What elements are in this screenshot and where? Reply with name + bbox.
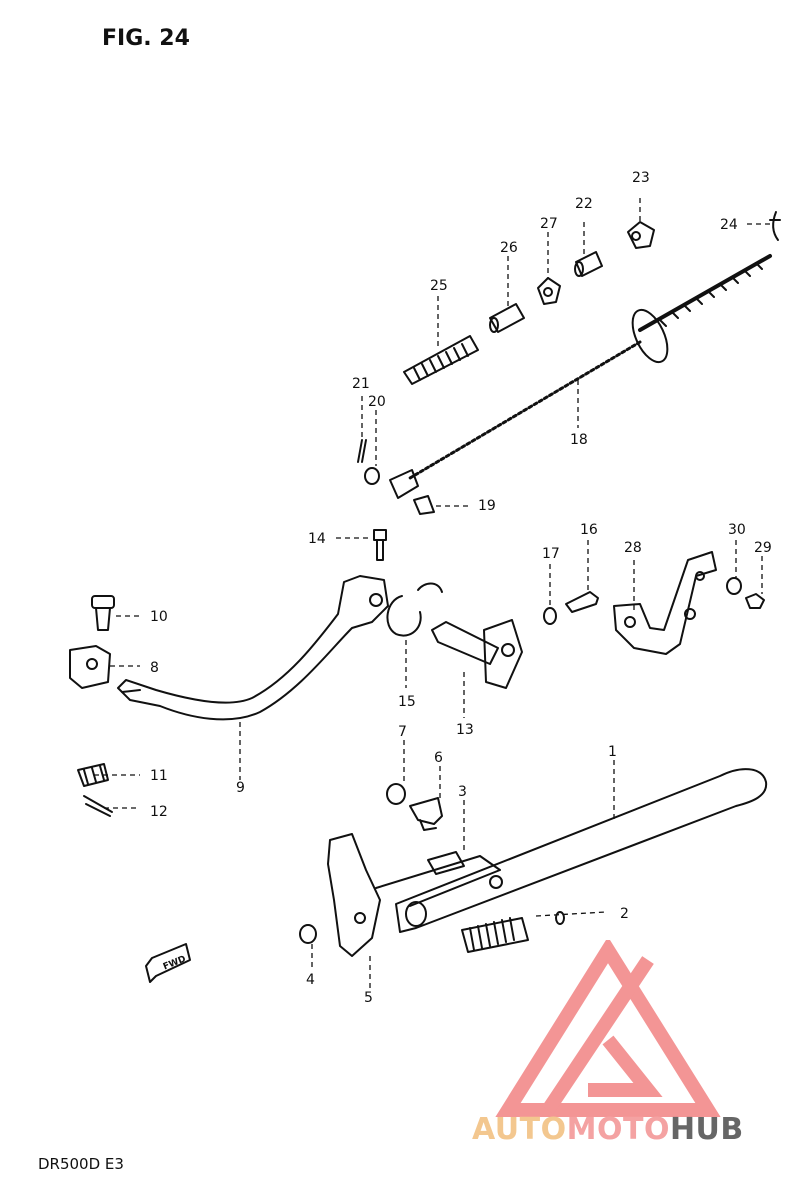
callout-27: 27	[540, 216, 558, 232]
callout-29: 29	[754, 540, 772, 556]
fwd-label: FWD	[162, 954, 188, 972]
part-27-collar	[537, 277, 561, 305]
part-26-sleeve	[489, 303, 525, 333]
callout-labels: 24 23 22 27 26 25 21 20 18 19 14 17 16 2…	[150, 170, 772, 1006]
callout-22: 22	[575, 196, 593, 212]
part-10-bolt	[91, 595, 115, 631]
watermark-text: AUTOMOTOHUB	[472, 1112, 744, 1147]
callout-6: 6	[434, 750, 443, 766]
part-20-washer	[364, 467, 380, 485]
callout-13: 13	[456, 722, 474, 738]
part-21-cotter-pin	[357, 439, 367, 463]
part-24-clip	[769, 211, 781, 241]
callout-30: 30	[728, 522, 746, 538]
callout-15: 15	[398, 694, 416, 710]
watermark-hub: HUB	[669, 1112, 744, 1147]
part-28-bracket	[613, 551, 717, 655]
part-14-bolt	[373, 529, 387, 561]
callout-11: 11	[150, 768, 168, 784]
callout-19: 19	[478, 498, 496, 514]
callout-24: 24	[720, 217, 738, 233]
part-2-spring	[461, 911, 565, 953]
callout-4: 4	[306, 972, 315, 988]
part-7-washer	[386, 783, 406, 805]
part-22-sleeve	[574, 251, 603, 277]
callout-21: 21	[352, 376, 370, 392]
watermark-logo-icon	[495, 940, 721, 1117]
callout-5: 5	[364, 990, 373, 1006]
callout-12: 12	[150, 804, 168, 820]
callout-3: 3	[458, 784, 467, 800]
callout-26: 26	[500, 240, 518, 256]
leader-lines	[94, 198, 770, 988]
callout-16: 16	[580, 522, 598, 538]
callout-7: 7	[398, 724, 407, 740]
part-5-bracket	[327, 833, 381, 957]
part-19-pin	[413, 495, 435, 515]
figure-title: FIG. 24	[102, 26, 190, 51]
callout-14: 14	[308, 531, 326, 547]
callout-20: 20	[368, 394, 386, 410]
callout-23: 23	[632, 170, 650, 186]
callout-1: 1	[608, 744, 617, 760]
part-18-brake-rod	[389, 254, 772, 499]
part-6-bolt	[409, 797, 443, 831]
part-15-circlip	[386, 582, 443, 637]
part-23-nut	[627, 221, 655, 249]
callout-17: 17	[542, 546, 560, 562]
callout-18: 18	[570, 432, 588, 448]
callout-25: 25	[430, 278, 448, 294]
callout-28: 28	[624, 540, 642, 556]
part-12-pin	[83, 795, 113, 817]
callout-2: 2	[620, 906, 629, 922]
part-8-block	[69, 645, 111, 689]
watermark-auto: AUTO	[472, 1112, 567, 1147]
model-code: DR500D E3	[38, 1155, 124, 1173]
callout-10: 10	[150, 609, 168, 625]
part-13-shaft	[431, 619, 523, 689]
part-17-nut	[543, 607, 557, 625]
part-1-side-stand	[375, 768, 768, 933]
fwd-arrow-icon	[145, 943, 191, 983]
watermark-moto: MOTO	[566, 1112, 670, 1147]
part-30-washer	[726, 577, 742, 595]
callout-8: 8	[150, 660, 159, 676]
part-16-bolt	[565, 591, 599, 613]
part-29-bolt	[745, 593, 765, 609]
callout-9: 9	[236, 780, 245, 796]
part-25-spring	[403, 335, 479, 385]
part-9-brake-pedal	[117, 575, 389, 721]
part-4-washer	[299, 924, 317, 944]
